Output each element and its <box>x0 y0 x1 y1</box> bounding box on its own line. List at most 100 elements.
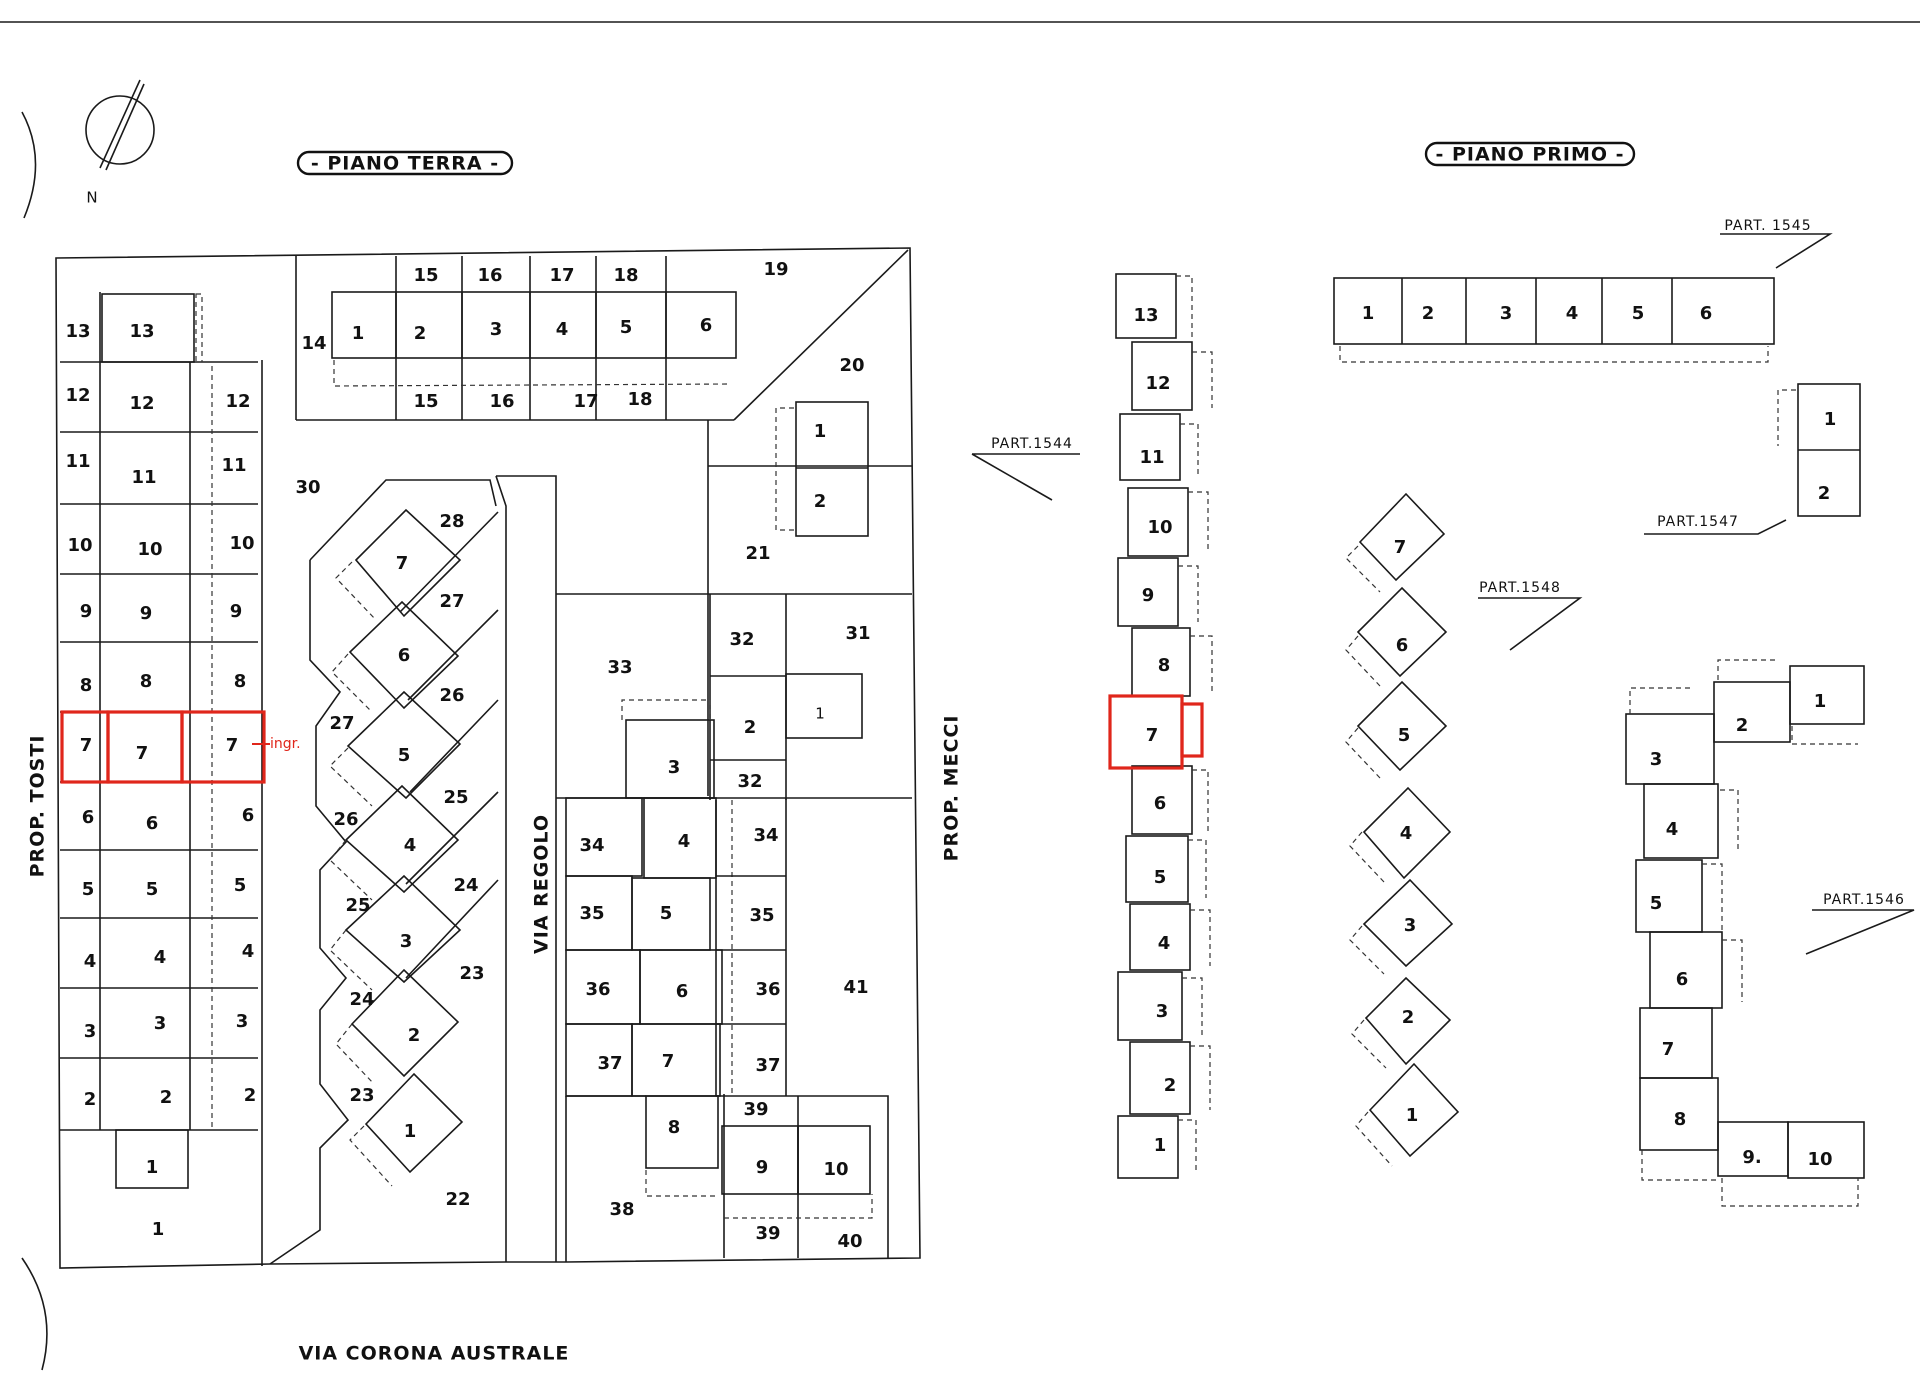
svg-text:4: 4 <box>1158 933 1171 954</box>
svg-text:3: 3 <box>490 319 503 340</box>
first-floor-pair: 1 2 <box>1777 383 1861 517</box>
edge-arc-bottom <box>21 1257 48 1371</box>
svg-text:12: 12 <box>225 391 250 412</box>
svg-text:13: 13 <box>65 321 90 342</box>
svg-text:39: 39 <box>755 1223 780 1244</box>
svg-text:36: 36 <box>755 979 780 1000</box>
svg-text:9: 9 <box>230 601 243 622</box>
diagonal-block <box>269 479 499 1265</box>
svg-text:5: 5 <box>234 875 247 896</box>
highlight-lot-7-ground[interactable] <box>60 710 266 784</box>
svg-text:9: 9 <box>1142 585 1155 606</box>
svg-text:23: 23 <box>349 1085 374 1106</box>
part-1545: PART. 1545 <box>1720 218 1833 269</box>
left-col-a-numbers: 13 12 11 10 9 8 7 6 5 4 3 2 <box>65 321 96 1110</box>
svg-text:7: 7 <box>226 735 239 756</box>
svg-text:1: 1 <box>814 421 827 442</box>
svg-text:6: 6 <box>146 813 159 834</box>
svg-text:8: 8 <box>668 1117 681 1138</box>
svg-text:7: 7 <box>1146 725 1159 746</box>
svg-text:21: 21 <box>745 543 770 564</box>
svg-text:8: 8 <box>234 671 247 692</box>
svg-text:- PIANO TERRA -: - PIANO TERRA - <box>311 153 499 175</box>
svg-text:12: 12 <box>1145 373 1170 394</box>
svg-text:2: 2 <box>1402 1007 1415 1028</box>
svg-text:8: 8 <box>1674 1109 1687 1130</box>
svg-text:3: 3 <box>236 1011 249 1032</box>
first-floor-l-numbers: 3 4 5 6 7 8 2 1 9. 10 <box>1650 691 1833 1170</box>
svg-text:8: 8 <box>140 671 153 692</box>
svg-text:7: 7 <box>80 735 93 756</box>
svg-text:9.: 9. <box>1742 1147 1761 1168</box>
svg-text:25: 25 <box>345 895 370 916</box>
svg-text:26: 26 <box>333 809 358 830</box>
svg-text:37: 37 <box>597 1053 622 1074</box>
top-row-block <box>296 249 909 421</box>
svg-text:35: 35 <box>579 903 604 924</box>
prop-mecci-label: PROP. MECCI <box>941 715 963 862</box>
svg-text:4: 4 <box>154 947 167 968</box>
svg-text:18: 18 <box>613 265 638 286</box>
svg-text:2: 2 <box>1422 303 1435 324</box>
svg-text:16: 16 <box>489 391 514 412</box>
svg-text:1: 1 <box>146 1157 159 1178</box>
svg-text:5: 5 <box>1398 725 1411 746</box>
svg-text:7: 7 <box>662 1051 675 1072</box>
svg-text:4: 4 <box>1566 303 1579 324</box>
svg-text:6: 6 <box>1396 635 1409 656</box>
left-block <box>60 292 258 1189</box>
svg-text:PART.1547: PART.1547 <box>1657 514 1739 530</box>
top-row-numbers: 15 16 17 18 1 2 3 4 5 6 15 16 17 18 14 1… <box>295 259 864 1210</box>
svg-text:27: 27 <box>329 713 354 734</box>
svg-text:2: 2 <box>1818 483 1831 504</box>
svg-text:3: 3 <box>400 931 413 952</box>
svg-text:36: 36 <box>585 979 610 1000</box>
lot-1-bottom: 1 <box>152 1219 165 1240</box>
svg-text:4: 4 <box>1666 819 1679 840</box>
svg-text:11: 11 <box>131 467 156 488</box>
svg-text:PART.1548: PART.1548 <box>1479 580 1561 596</box>
svg-text:6: 6 <box>242 805 255 826</box>
via-regolo-road <box>495 475 557 1262</box>
svg-text:2: 2 <box>814 491 827 512</box>
svg-text:4: 4 <box>404 835 417 856</box>
svg-text:31: 31 <box>845 623 870 644</box>
svg-text:2: 2 <box>84 1089 97 1110</box>
svg-text:27: 27 <box>439 591 464 612</box>
svg-text:18: 18 <box>627 389 652 410</box>
svg-text:7: 7 <box>396 553 409 574</box>
svg-text:3: 3 <box>84 1021 97 1042</box>
first-floor-vertical-numbers: 13 12 11 10 9 8 7 6 5 4 3 2 1 <box>1133 305 1176 1156</box>
svg-text:30: 30 <box>295 477 320 498</box>
svg-text:9: 9 <box>80 601 93 622</box>
svg-text:6: 6 <box>1154 793 1167 814</box>
svg-text:13: 13 <box>1133 305 1158 326</box>
piano-terra-title: - PIANO TERRA - <box>296 150 514 176</box>
svg-text:35: 35 <box>749 905 774 926</box>
svg-text:3: 3 <box>668 757 681 778</box>
svg-text:2: 2 <box>1736 715 1749 736</box>
svg-text:28: 28 <box>439 511 464 532</box>
svg-text:2: 2 <box>1164 1075 1177 1096</box>
svg-text:2: 2 <box>408 1025 421 1046</box>
svg-text:37: 37 <box>755 1055 780 1076</box>
svg-text:34: 34 <box>753 825 778 846</box>
svg-text:2: 2 <box>160 1087 173 1108</box>
svg-text:12: 12 <box>129 393 154 414</box>
via-regolo-label: VIA REGOLO <box>531 814 553 954</box>
svg-text:4: 4 <box>556 319 569 340</box>
svg-text:PART.1546: PART.1546 <box>1823 892 1905 908</box>
first-floor-vertical-stack <box>1115 273 1213 1179</box>
highlight-lot-7-first[interactable] <box>1108 694 1204 770</box>
svg-text:2: 2 <box>414 323 427 344</box>
svg-text:23: 23 <box>459 963 484 984</box>
svg-text:17: 17 <box>573 391 598 412</box>
left-col-c-numbers: 12 11 10 9 8 7 6 5 4 3 2 <box>221 391 256 1106</box>
svg-text:10: 10 <box>229 533 254 554</box>
svg-text:1: 1 <box>404 1121 417 1142</box>
svg-text:5: 5 <box>1632 303 1645 324</box>
first-floor-top-numbers: 1 2 3 4 5 6 <box>1362 303 1713 324</box>
svg-text:32: 32 <box>737 771 762 792</box>
svg-text:33: 33 <box>607 657 632 678</box>
edge-arc-top <box>21 111 37 219</box>
